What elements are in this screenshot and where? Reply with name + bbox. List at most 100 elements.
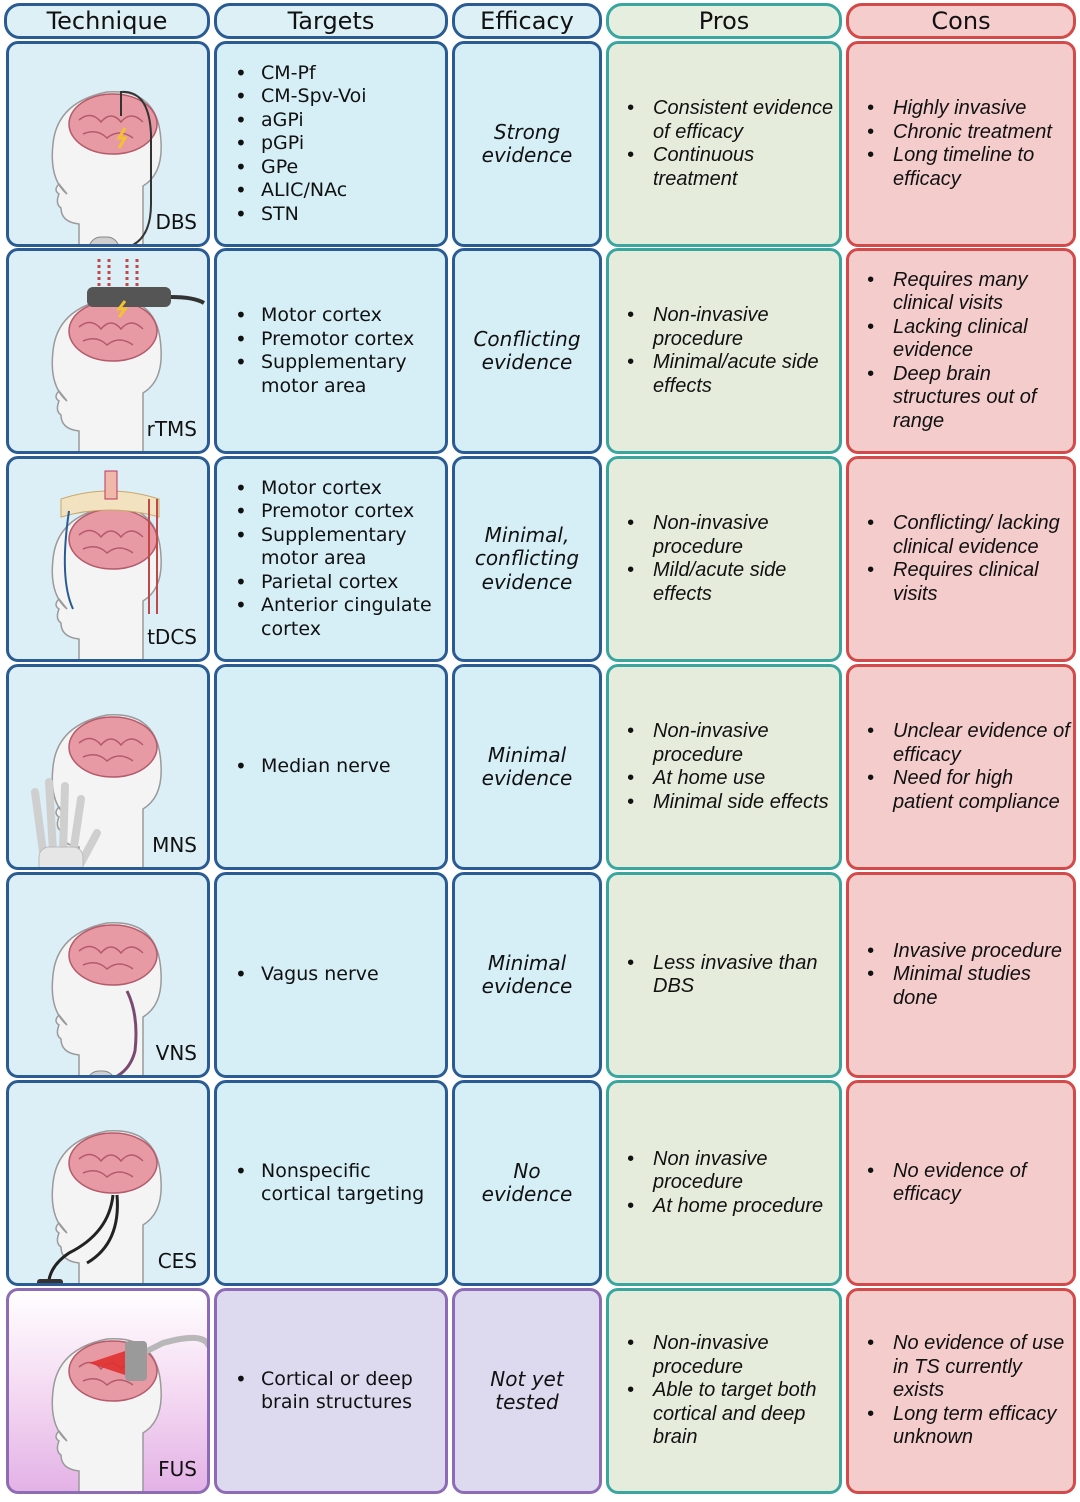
- head-illustration: [37, 1130, 162, 1283]
- head-illustration: [51, 259, 206, 451]
- list-item: Requires clinical visits: [867, 559, 1073, 606]
- list-item: Lacking clinical evidence: [867, 316, 1073, 363]
- efficacy-cell: Minimal evidence: [452, 872, 602, 1078]
- head-illustration: [51, 90, 162, 244]
- pros-cell: Less invasive than DBS: [606, 872, 842, 1078]
- list-item: Highly invasive: [867, 97, 1073, 121]
- cons-cell-list: No evidence of efficacy: [849, 1160, 1073, 1207]
- cons-cell: No evidence of efficacy: [846, 1080, 1076, 1286]
- pros-cell-list: Non-invasive procedureMinimal/acute side…: [609, 304, 839, 398]
- cons-cell: Conflicting/ lacking clinical evidenceRe…: [846, 456, 1076, 662]
- efficacy-text: Not yet tested: [490, 1366, 564, 1414]
- efficacy-cell: Strong evidence: [452, 41, 602, 247]
- list-item: Non-invasive procedure: [627, 304, 839, 351]
- targets-cell-list: Cortical or deep brain structures: [217, 1368, 445, 1415]
- list-item: Long timeline to efficacy: [867, 144, 1073, 191]
- list-item: pGPi: [235, 132, 367, 156]
- technique-cell: VNS: [6, 872, 210, 1078]
- cons-cell: Requires many clinical visitsLacking cli…: [846, 248, 1076, 454]
- efficacy-cell: Conflicting evidence: [452, 248, 602, 454]
- efficacy-text: Conflicting evidence: [473, 326, 581, 374]
- technique-cell: FUS: [6, 1288, 210, 1494]
- list-item: Consistent evidence of efficacy: [627, 97, 839, 144]
- list-item: CM-Spv-Voi: [235, 85, 366, 109]
- list-item: Need for high patient compliance: [867, 767, 1073, 814]
- header-cons: Cons: [846, 3, 1076, 39]
- list-item: Premotor cortex: [235, 500, 445, 524]
- cons-cell-list: No evidence of use in TS currently exist…: [849, 1332, 1073, 1450]
- list-item: Mild/acute side effects: [627, 559, 839, 606]
- technique-cell: DBS: [6, 41, 210, 247]
- efficacy-text: Strong evidence: [481, 119, 573, 167]
- header-targets: Targets: [214, 3, 448, 39]
- list-item: No evidence of use in TS currently exist…: [867, 1332, 1073, 1403]
- targets-cell-list: Motor cortexPremotor cortexSupplementary…: [217, 477, 445, 642]
- list-item: Parietal cortex: [235, 571, 445, 595]
- pros-cell-list: Less invasive than DBS: [609, 952, 839, 999]
- technique-label: MNS: [152, 833, 197, 857]
- list-item: At home use: [627, 767, 839, 791]
- brain-icon: [68, 93, 158, 155]
- list-item: Requires many clinical visits: [867, 269, 1073, 316]
- pros-cell: Non-invasive procedureMild/acute side ef…: [606, 456, 842, 662]
- technique-label: DBS: [155, 210, 197, 234]
- targets-cell: Median nerve: [214, 664, 448, 870]
- technique-label: FUS: [158, 1457, 197, 1481]
- list-item: Median nerve: [235, 755, 391, 779]
- list-item: Premotor cortex: [235, 328, 445, 352]
- pros-cell-list: Non-invasive procedureAt home useMinimal…: [609, 720, 839, 814]
- list-item: Less invasive than DBS: [627, 952, 839, 999]
- technique-cell: CES: [6, 1080, 210, 1286]
- list-item: Non-invasive procedure: [627, 1332, 839, 1379]
- brain-icon: [68, 1132, 158, 1194]
- list-item: Minimal side effects: [627, 791, 839, 815]
- technique-label: tDCS: [147, 625, 197, 649]
- list-item: Invasive procedure: [867, 940, 1073, 964]
- targets-cell: Vagus nerve: [214, 872, 448, 1078]
- head-illustration: [51, 1334, 207, 1491]
- list-item: Motor cortex: [235, 304, 445, 328]
- targets-cell-list: Vagus nerve: [217, 963, 379, 987]
- pros-cell-list: Non invasive procedureAt home procedure: [609, 1148, 839, 1219]
- pros-cell: Non-invasive procedureAble to target bot…: [606, 1288, 842, 1494]
- pros-cell: Non invasive procedureAt home procedure: [606, 1080, 842, 1286]
- header-technique: Technique: [4, 3, 210, 39]
- targets-cell: CM-PfCM-Spv-VoiaGPipGPiGPeALIC/NAcSTN: [214, 41, 448, 247]
- brain-icon: [68, 716, 158, 778]
- pros-cell-list: Consistent evidence of efficacyContinuou…: [609, 97, 839, 191]
- list-item: Deep brain structures out of range: [867, 363, 1073, 434]
- efficacy-cell: Not yet tested: [452, 1288, 602, 1494]
- list-item: Non-invasive procedure: [627, 720, 839, 767]
- targets-cell-list: Nonspecific cortical targeting: [217, 1160, 445, 1207]
- list-item: No evidence of efficacy: [867, 1160, 1073, 1207]
- pros-cell: Consistent evidence of efficacyContinuou…: [606, 41, 842, 247]
- list-item: Non invasive procedure: [627, 1148, 839, 1195]
- technique-label: CES: [157, 1249, 197, 1273]
- brain-icon: [68, 508, 158, 570]
- efficacy-cell: Minimal, conflicting evidence: [452, 456, 602, 662]
- head-illustration: [51, 922, 162, 1075]
- cons-cell: Unclear evidence of efficacyNeed for hig…: [846, 664, 1076, 870]
- efficacy-text: Minimal evidence: [481, 950, 573, 998]
- targets-cell: Nonspecific cortical targeting: [214, 1080, 448, 1286]
- cons-cell-list: Highly invasiveChronic treatmentLong tim…: [849, 97, 1073, 191]
- list-item: Able to target both cortical and deep br…: [627, 1379, 839, 1450]
- header-pros: Pros: [606, 3, 842, 39]
- list-item: STN: [235, 203, 367, 227]
- targets-cell: Cortical or deep brain structures: [214, 1288, 448, 1494]
- list-item: GPe: [235, 156, 367, 180]
- efficacy-text: No evidence: [481, 1158, 573, 1206]
- list-item: Conflicting/ lacking clinical evidence: [867, 512, 1073, 559]
- list-item: Chronic treatment: [867, 121, 1073, 145]
- technique-label: rTMS: [146, 417, 197, 441]
- efficacy-cell: No evidence: [452, 1080, 602, 1286]
- targets-cell-list: Motor cortexPremotor cortexSupplementary…: [217, 304, 445, 398]
- list-item: Non-invasive procedure: [627, 512, 839, 559]
- list-item: Vagus nerve: [235, 963, 379, 987]
- technique-cell: tDCS: [6, 456, 210, 662]
- header-efficacy: Efficacy: [452, 3, 602, 39]
- list-item: CM-Pf: [235, 62, 367, 86]
- list-item: At home procedure: [627, 1195, 839, 1219]
- list-item: Minimal studies done: [867, 963, 1073, 1010]
- targets-cell: Motor cortexPremotor cortexSupplementary…: [214, 456, 448, 662]
